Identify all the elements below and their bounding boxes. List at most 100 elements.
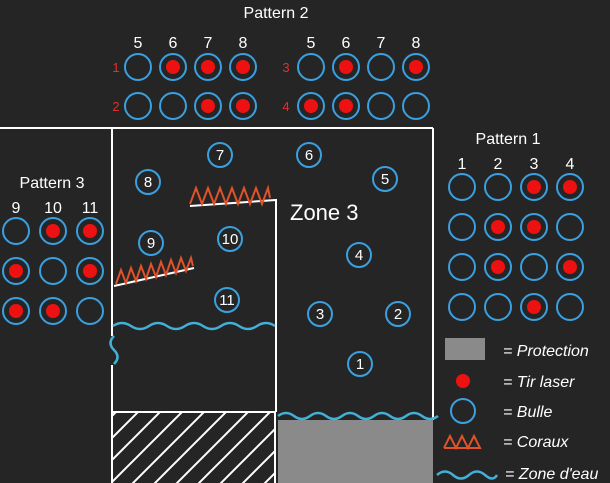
pattern2-cell-bubble bbox=[297, 53, 325, 81]
pattern3-cell-laser-dot bbox=[9, 304, 23, 318]
zone-bubble-number: 5 bbox=[381, 171, 389, 188]
pattern3-cell-laser-dot bbox=[46, 224, 60, 238]
zone-bubble bbox=[347, 351, 373, 377]
zone-bubble-number: 7 bbox=[216, 147, 224, 164]
water-wave-lower bbox=[277, 411, 439, 421]
zone-bubble-number: 11 bbox=[219, 292, 235, 309]
legend-protection-text: = Protection bbox=[503, 343, 589, 360]
pattern2-cell-laser-dot bbox=[201, 60, 215, 74]
pattern2-cell-bubble bbox=[332, 92, 360, 120]
pattern1-cell-bubble bbox=[556, 253, 584, 281]
zone-title: Zone 3 bbox=[290, 200, 359, 225]
pattern1-cell-bubble bbox=[520, 213, 548, 241]
pattern2-col-label: 5 bbox=[307, 35, 316, 52]
pattern2-cell-laser-dot bbox=[304, 99, 318, 113]
pattern2-row-label: 2 bbox=[112, 99, 119, 114]
zone-bubble-number: 2 bbox=[394, 306, 402, 323]
pattern2-cell-bubble bbox=[402, 53, 430, 81]
pattern2-cell-bubble bbox=[159, 92, 187, 120]
zone-bubble-number: 8 bbox=[144, 174, 152, 191]
pattern1-col-label: 2 bbox=[494, 156, 503, 173]
left-ledge bbox=[113, 267, 195, 287]
pattern3-cell-laser-dot bbox=[9, 264, 23, 278]
pattern1-cell-laser-dot bbox=[563, 180, 577, 194]
pattern2-cell-bubble bbox=[124, 53, 152, 81]
pattern3-cell-laser-dot bbox=[83, 224, 97, 238]
pattern1-cell-bubble bbox=[520, 173, 548, 201]
pattern2-cell-bubble bbox=[332, 53, 360, 81]
zone-bubble bbox=[385, 301, 411, 327]
pattern2-col-label: 8 bbox=[412, 35, 421, 52]
zone-bubble-number: 10 bbox=[222, 231, 239, 248]
pattern1-cell-bubble bbox=[556, 173, 584, 201]
pattern3-cell-laser-dot bbox=[46, 304, 60, 318]
pattern1-cell-laser-dot bbox=[527, 180, 541, 194]
pattern3-col-label: 10 bbox=[44, 200, 62, 217]
pattern1-cell-bubble bbox=[484, 213, 512, 241]
pattern2-col-label: 6 bbox=[169, 35, 178, 52]
pattern1-cell-bubble bbox=[484, 253, 512, 281]
pattern1-cell-laser-dot bbox=[491, 220, 505, 234]
pattern2-cell-bubble bbox=[229, 53, 257, 81]
pattern2-title: Pattern 2 bbox=[244, 5, 309, 22]
bubble-circle bbox=[450, 398, 476, 424]
zone-bubble-number: 9 bbox=[147, 235, 155, 252]
pattern2-col-label: 8 bbox=[239, 35, 248, 52]
protection-block bbox=[278, 420, 433, 483]
pattern1-cell-bubble bbox=[556, 213, 584, 241]
pattern2-row-label: 3 bbox=[282, 60, 289, 75]
pattern1-col-label: 4 bbox=[566, 156, 575, 173]
pattern1-cell-bubble bbox=[448, 173, 476, 201]
pattern2-cell-bubble bbox=[159, 53, 187, 81]
pattern2-col-label: 7 bbox=[377, 35, 386, 52]
water-wave-upper bbox=[112, 321, 276, 331]
pattern2-cell-bubble bbox=[194, 92, 222, 120]
zone-bubble bbox=[307, 301, 333, 327]
zone-bubble-number: 4 bbox=[355, 247, 363, 264]
pattern1-cell-bubble bbox=[484, 173, 512, 201]
zone-bubble bbox=[214, 287, 240, 313]
center-wall bbox=[189, 198, 277, 412]
pattern2-cell-bubble bbox=[402, 92, 430, 120]
pattern2-cell-bubble bbox=[229, 92, 257, 120]
pattern3-title: Pattern 3 bbox=[20, 175, 85, 192]
zone-bubble-number: 6 bbox=[305, 147, 313, 164]
pattern3-cell-bubble bbox=[76, 257, 104, 285]
water-wave-icon bbox=[436, 470, 499, 480]
zone-bubble bbox=[372, 166, 398, 192]
pattern3-cell-bubble bbox=[2, 257, 30, 285]
coral-icon bbox=[443, 433, 482, 451]
pattern1-cell-bubble bbox=[520, 293, 548, 321]
zone-bubble bbox=[217, 226, 243, 252]
pattern2-cell-laser-dot bbox=[236, 60, 250, 74]
pattern1-cell-bubble bbox=[448, 253, 476, 281]
pattern2-cell-laser-dot bbox=[236, 99, 250, 113]
pattern2-row-label: 4 bbox=[282, 99, 289, 114]
coral-left bbox=[115, 254, 194, 286]
zone-bubble bbox=[207, 142, 233, 168]
pattern2-cell-bubble bbox=[367, 53, 395, 81]
pattern2-col-label: 7 bbox=[204, 35, 213, 52]
pattern1-col-label: 3 bbox=[530, 156, 539, 173]
pattern1-col-label: 1 bbox=[458, 156, 467, 173]
pattern1-cell-laser-dot bbox=[527, 300, 541, 314]
pattern1-cell-bubble bbox=[556, 293, 584, 321]
pattern2-cell-bubble bbox=[367, 92, 395, 120]
pattern3-col-label: 11 bbox=[82, 200, 99, 217]
pattern2-cell-laser-dot bbox=[339, 60, 353, 74]
pattern1-cell-laser-dot bbox=[563, 260, 577, 274]
pattern2-cell-bubble bbox=[194, 53, 222, 81]
laser-dot bbox=[456, 374, 470, 388]
pattern3-cell-bubble bbox=[39, 297, 67, 325]
hatched-block bbox=[112, 413, 275, 483]
pattern1-cell-bubble bbox=[448, 293, 476, 321]
zone-bubble bbox=[135, 169, 161, 195]
pattern3-cell-bubble bbox=[2, 297, 30, 325]
pattern3-cell-laser-dot bbox=[83, 264, 97, 278]
pattern2-cell-bubble bbox=[124, 92, 152, 120]
